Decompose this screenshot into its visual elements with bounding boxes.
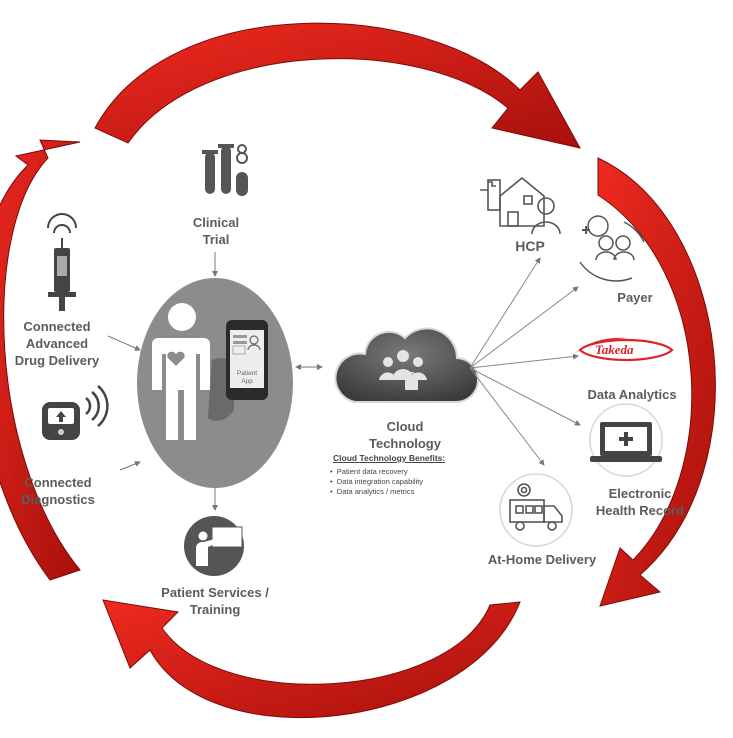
delivery-truck-icon xyxy=(499,473,573,547)
presenter-icon xyxy=(184,516,244,576)
cycle-arrow-bottom xyxy=(102,599,521,719)
takeda-logo xyxy=(574,337,674,362)
cloud-benefit-item: • Patient data recovery xyxy=(330,467,408,476)
drug-delivery-line1: Connected xyxy=(23,319,91,334)
data-analytics-label: Data Analytics xyxy=(587,387,677,402)
hcp-label: HCP xyxy=(515,238,545,254)
laptop-medical-icon xyxy=(589,403,663,477)
patient-app-label: Patient App xyxy=(230,370,264,386)
drug-delivery-line3: Drug Delivery xyxy=(14,353,100,368)
drug-delivery-line2: Advanced xyxy=(25,336,89,351)
patient-app-label-line1: Patient xyxy=(236,370,258,377)
clinical-trial-line2: Trial xyxy=(202,232,230,247)
cloud-benefit-text: Patient data recovery xyxy=(336,467,408,476)
cycle-arrow-left xyxy=(0,139,81,581)
clinical-trial-label: Clinical Trial xyxy=(175,214,257,248)
drug-delivery-label: Connected Advanced Drug Delivery xyxy=(2,318,112,369)
hub-connectors xyxy=(107,252,323,511)
payer-label: Payer xyxy=(617,290,653,305)
diagnostics-line2: Diagnostics xyxy=(21,492,95,507)
cloud-benefits-title: Cloud Technology Benefits: xyxy=(333,453,446,463)
patient-services-label: Patient Services / Training xyxy=(140,584,290,618)
diagnostics-line1: Connected xyxy=(24,475,92,490)
home-delivery-label: At-Home Delivery xyxy=(487,552,597,567)
patient-app-label-line2: App xyxy=(241,378,253,385)
cloud-benefit-text: Data integration capability xyxy=(336,477,424,486)
cloud-benefit-item: • Data analytics / metrics xyxy=(330,487,415,496)
patient-services-line1: Patient Services / xyxy=(161,585,269,600)
phone-hand-icon xyxy=(208,320,268,421)
cloud-technology-icon xyxy=(334,327,479,404)
takeda-logo-text: Takeda xyxy=(595,342,634,357)
cloud-benefits-list: • Patient data recovery • Data integrati… xyxy=(330,467,423,497)
patient-services-line2: Training xyxy=(189,602,241,617)
cloud-benefit-item: • Data integration capability xyxy=(330,477,424,486)
diagnostics-label: Connected Diagnostics xyxy=(8,474,108,508)
connected-device-icon xyxy=(42,385,109,440)
cloud-benefit-text: Data analytics / metrics xyxy=(336,487,415,496)
cycle-arrow-right xyxy=(597,157,716,607)
cloud-technology-line1: Cloud xyxy=(386,419,424,434)
hospital-doctor-icon xyxy=(480,176,561,235)
cloud-technology-line2: Technology xyxy=(369,436,441,451)
cycle-arrow-top xyxy=(94,22,581,149)
clinical-trial-line1: Clinical xyxy=(192,215,240,230)
connected-syringe-icon xyxy=(47,213,77,311)
ehr-label: Electronic Health Record xyxy=(582,485,698,519)
cloud-connectors xyxy=(469,257,581,466)
cloud-technology-label: Cloud Technology xyxy=(350,418,460,452)
payer-cycle-icon xyxy=(579,215,645,282)
test-tubes-icon xyxy=(202,144,248,196)
ehr-line2: Health Record xyxy=(595,503,685,518)
ehr-line1: Electronic xyxy=(608,486,672,501)
patient-figure-icon xyxy=(152,303,210,440)
